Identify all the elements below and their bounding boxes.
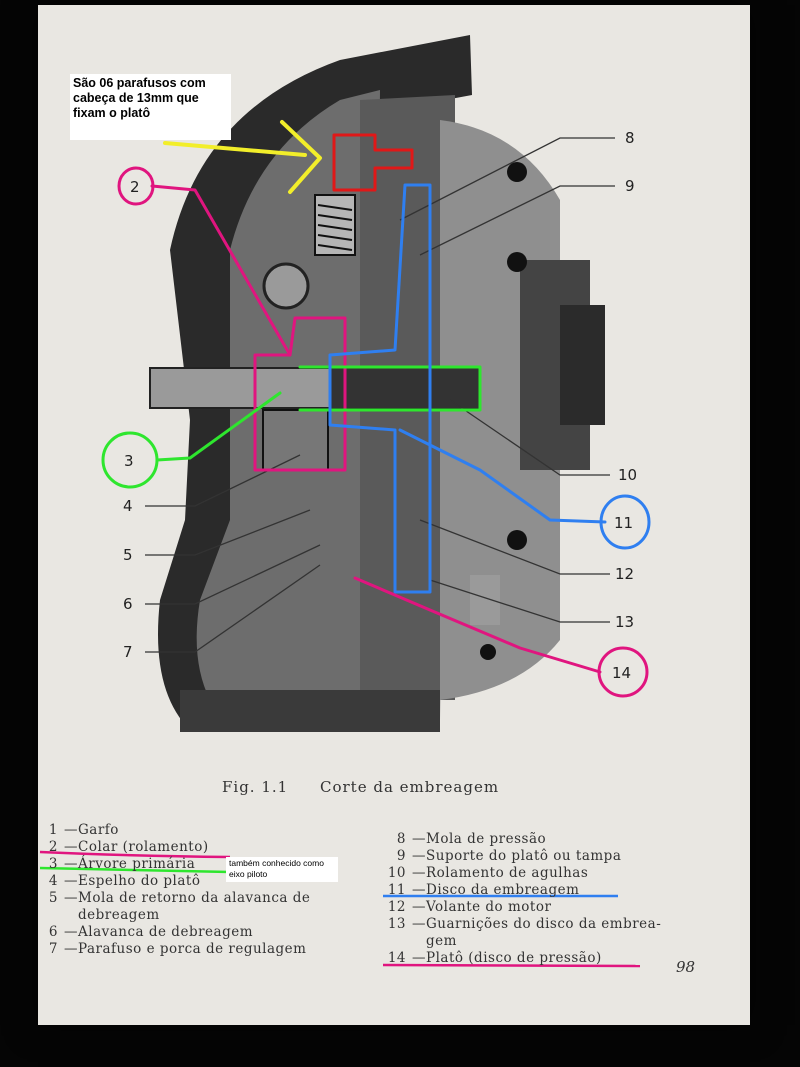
legend-item: 5—Mola de retorno da alavanca de <box>48 890 311 906</box>
disc-highlight <box>328 183 432 594</box>
legend-left: 1—Garfo 2—Colar (rolamento) 3—Árvore pri… <box>30 822 310 958</box>
yellow-arrow <box>163 141 307 157</box>
legend-item: 8—Mola de pressão <box>396 831 547 847</box>
callout-12: 12 <box>615 565 634 583</box>
callout-11: 11 <box>614 514 633 532</box>
leader-lines <box>145 137 615 653</box>
callout-3: 3 <box>124 452 134 470</box>
pilot-shaft-note: também conhecido como eixo piloto <box>226 857 338 882</box>
legend-item: 3—Árvore primária <box>48 856 196 872</box>
legend-item: 12—Volante do motor <box>387 899 552 915</box>
underline-item-2 <box>39 850 231 859</box>
legend-item: 6—Alavanca de debreagem <box>48 924 254 940</box>
callout-6: 6 <box>123 595 133 613</box>
legend-item: 1—Garfo <box>48 822 119 838</box>
shaft-highlight <box>298 365 482 412</box>
legend-item: 10—Rolamento de agulhas <box>387 865 589 881</box>
callout-5: 5 <box>123 546 133 564</box>
callout-8: 8 <box>625 129 635 147</box>
page-number: 98 <box>676 958 696 976</box>
legend-item: 14—Platô (disco de pressão) <box>387 950 602 966</box>
callout-4: 4 <box>123 497 133 515</box>
legend-item: 9—Suporte do platô ou tampa <box>396 848 622 864</box>
underline-item-14 <box>382 963 641 968</box>
color-annotations <box>101 120 651 698</box>
bolt-highlight <box>332 133 414 192</box>
collar-highlight <box>253 316 347 472</box>
legend-item: 4—Espelho do platô <box>48 873 201 889</box>
legend-item: gem <box>426 933 457 949</box>
callout-13: 13 <box>615 613 634 631</box>
legend-item: 2—Colar (rolamento) <box>48 839 209 855</box>
callout-7: 7 <box>123 643 133 661</box>
underline-item-3 <box>39 866 231 874</box>
callout-11-circle <box>599 494 651 550</box>
callout-2: 2 <box>130 178 140 196</box>
legend-item: 7—Parafuso e porca de regulagem <box>48 941 307 957</box>
callout-11-leader <box>398 428 607 524</box>
yellow-arrowhead <box>280 120 322 194</box>
callout-14-circle <box>597 646 649 698</box>
legend-item: 13—Guarnições do disco da embrea- <box>387 916 662 932</box>
callout-14-leader <box>353 576 602 674</box>
legend-item: 11—Disco da embreagem <box>387 882 580 898</box>
legend-item: debreagem <box>78 907 160 923</box>
callout-2-leader <box>150 184 292 357</box>
bolts-note: São 06 parafusos com cabeça de 13mm que … <box>70 74 231 140</box>
figure-number: Fig. 1.1 <box>222 778 289 796</box>
callout-14: 14 <box>612 664 631 682</box>
figure-title: Corte da embreagem <box>319 778 500 796</box>
callout-9: 9 <box>625 177 635 195</box>
callout-10: 10 <box>618 466 637 484</box>
legend-right: 8—Mola de pressão 9—Suporte do platô ou … <box>378 831 661 967</box>
callout-3-leader <box>155 391 282 462</box>
figure-caption: Fig. 1.1 Corte da embreagem <box>222 778 525 796</box>
